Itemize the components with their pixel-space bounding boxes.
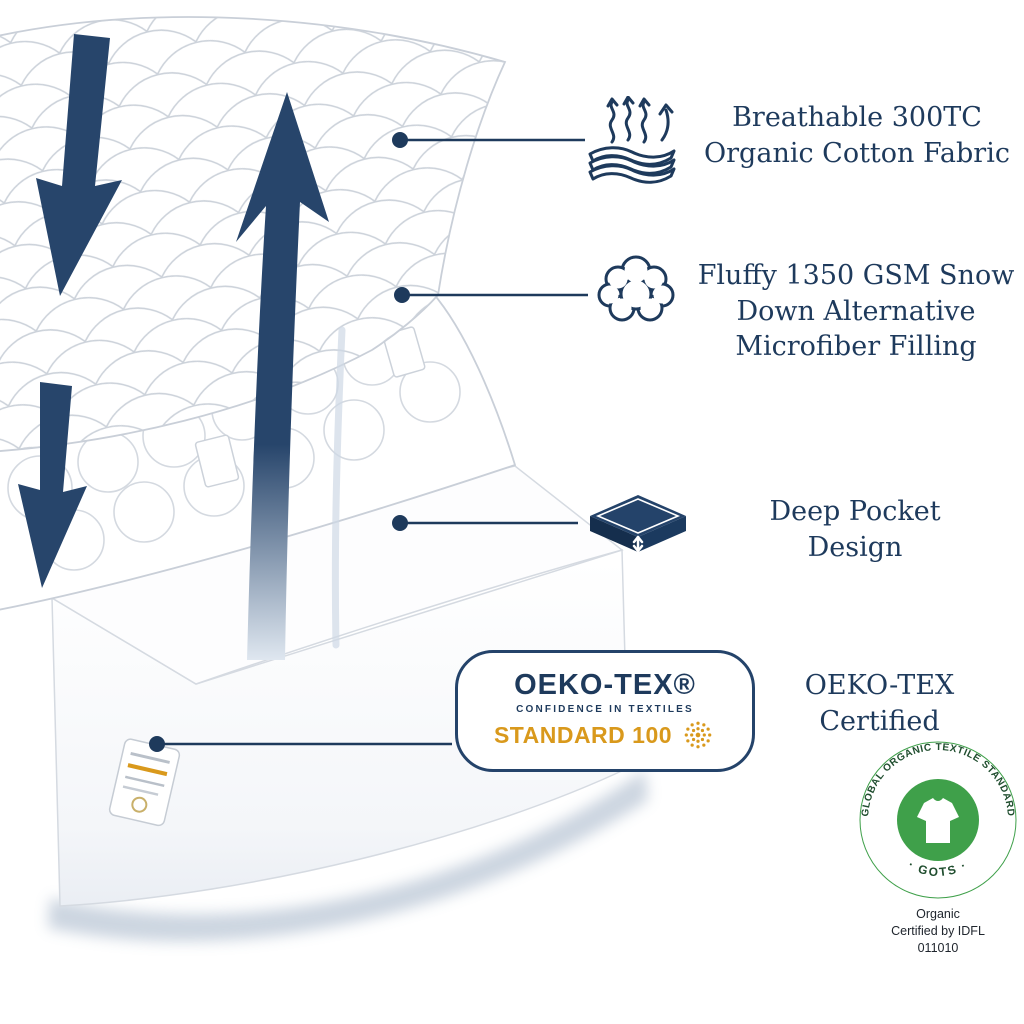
feature-line: Microfiber Filling xyxy=(735,331,977,363)
feature-line: OEKO-TEX xyxy=(804,670,955,701)
breathable-fabric-icon xyxy=(588,96,676,184)
gots-certification: GLOBAL ORGANIC TEXTILE STANDARD · GOTS ·… xyxy=(858,740,1018,957)
gots-logo: GLOBAL ORGANIC TEXTILE STANDARD · GOTS · xyxy=(859,741,1017,899)
gold-dotted-flower-icon xyxy=(684,721,712,749)
feature-line: Down Alternative xyxy=(736,295,976,327)
callout-dots xyxy=(149,132,410,752)
oeko-tex-brand: OEKO-TEX® xyxy=(514,669,696,701)
feature-text-deep-pocket: Deep Pocket Design xyxy=(730,494,980,565)
airflow-down-arrow-2 xyxy=(18,382,87,588)
feature-text-filling: Fluffy 1350 GSM Snow Down Alternative Mi… xyxy=(688,258,1024,365)
feature-text-oeko-certified: OEKO-TEX Certified xyxy=(772,668,987,739)
gots-caption-line: Organic xyxy=(916,907,960,921)
feature-line: Breathable 300TC xyxy=(732,102,982,133)
gots-caption: Organic Certified by IDFL 011010 xyxy=(858,906,1018,957)
gots-caption-line: 011010 xyxy=(917,940,959,955)
feature-line: Fluffy 1350 GSM Snow xyxy=(697,260,1015,291)
feature-text-breathable: Breathable 300TC Organic Cotton Fabric xyxy=(690,100,1024,171)
callout-connectors xyxy=(157,138,588,746)
feature-line: Certified xyxy=(819,705,940,737)
quilted-top-layer xyxy=(0,16,507,452)
gots-ring-text-bottom: · GOTS · xyxy=(906,857,968,879)
svg-text:· GOTS ·: · GOTS · xyxy=(906,857,970,879)
deep-pocket-mattress-icon xyxy=(590,495,686,553)
oeko-tex-tagline: CONFIDENCE IN TEXTILES xyxy=(516,704,694,715)
airflow-up-arrow xyxy=(236,92,329,660)
depth-arrow xyxy=(632,535,644,553)
airflow-down-arrow-1 xyxy=(36,34,122,296)
white-shirt-icon xyxy=(917,798,959,843)
snow-fluff-icon xyxy=(597,255,675,322)
gots-caption-line: Certified by IDFL xyxy=(891,923,985,938)
feature-line: Deep Pocket xyxy=(769,496,941,527)
care-tag xyxy=(108,738,181,827)
oeko-tex-badge: OEKO-TEX® CONFIDENCE IN TEXTILES STANDAR… xyxy=(455,650,755,772)
oeko-tex-standard: STANDARD 100 xyxy=(493,721,673,748)
airflow-streak xyxy=(331,326,346,649)
feature-line: Organic Cotton Fabric xyxy=(704,137,1010,169)
filling-tab xyxy=(194,434,240,488)
floor-shadow xyxy=(48,770,648,942)
feature-line: Design xyxy=(807,531,903,563)
